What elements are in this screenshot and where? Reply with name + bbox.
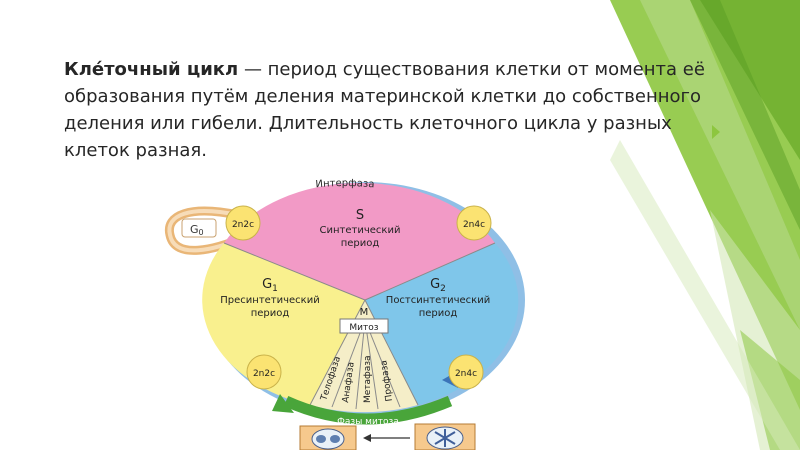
cell-cycle-diagram: G0 Интерфаза S Синтетический период G1 [164, 178, 525, 450]
s-name-line1: Синтетический [320, 225, 401, 236]
chromosome-label-bottom-left: 2n2c [246, 354, 282, 390]
definition-body: — период существования клетки от момента… [64, 59, 705, 161]
chromosome-label-bottom-right: 2n4c [448, 354, 484, 390]
svg-text:2n2c: 2n2c [253, 369, 275, 379]
phase-metaphase: Метафаза [363, 355, 373, 403]
dividing-cell-drawing [299, 425, 357, 450]
interphase-label: Интерфаза [315, 178, 375, 190]
svg-text:2n4c: 2n4c [463, 220, 485, 230]
svg-text:2n4c: 2n4c [455, 369, 477, 379]
mitosis-phases-arrow [283, 395, 453, 425]
s-name-line2: период [341, 238, 380, 249]
chromosome-label-top-left: 2n2c [225, 205, 261, 241]
g1-name-line2: период [251, 308, 290, 319]
mitosis-label: Митоз [349, 323, 378, 333]
g2-name-line1: Постсинтетический [386, 295, 490, 306]
g1-name-line1: Пресинтетический [220, 295, 319, 306]
g1-period-sector [202, 243, 365, 405]
prophase-cell-drawing [414, 423, 476, 450]
mitosis-phases-label: Фазы митоза [337, 417, 399, 427]
m-letter: M [360, 307, 369, 318]
s-letter: S [356, 208, 364, 223]
arrow-head-icon [272, 394, 294, 413]
s-period-sector [224, 182, 495, 300]
definition-term: Кле́точный цикл [64, 59, 239, 80]
chromosome-label-top-right: 2n4c [456, 205, 492, 241]
g2-letter: G2 [430, 277, 446, 294]
g0-label: G0 [190, 223, 204, 237]
definition-text: Кле́точный цикл — период существования к… [64, 56, 724, 164]
g2-name-line2: период [419, 308, 458, 319]
svg-text:2n2c: 2n2c [232, 220, 254, 230]
bullet-arrow-icon [712, 125, 720, 139]
mitosis-box [339, 318, 389, 334]
g1-letter: G1 [262, 277, 278, 294]
